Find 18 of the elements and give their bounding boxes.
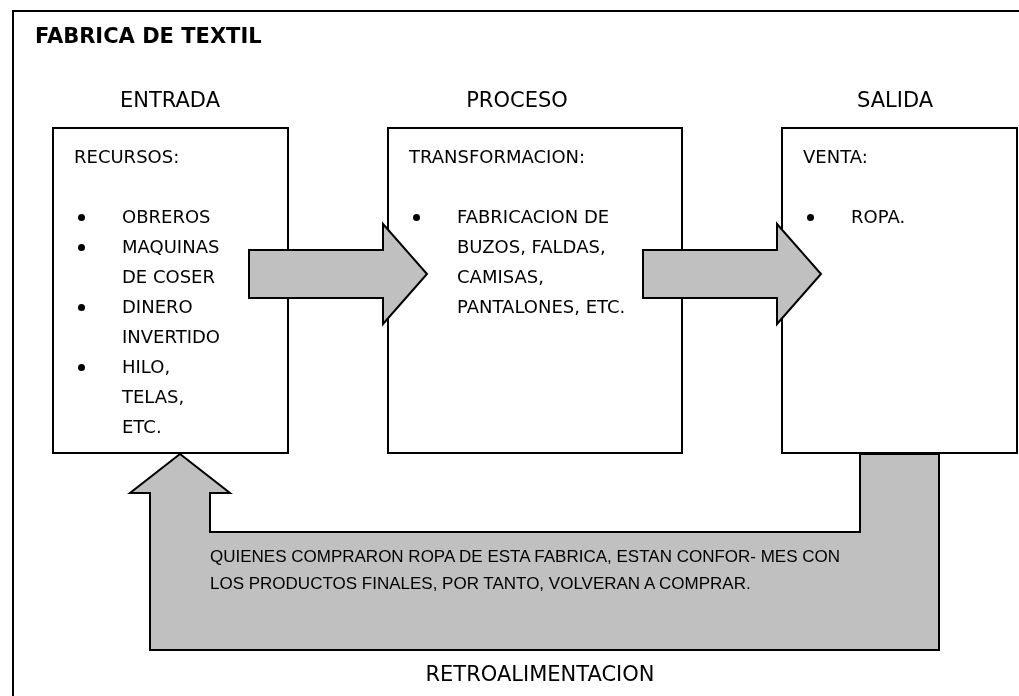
list-item: HILO, TELAS, ETC. [78, 352, 226, 442]
list-item: DINERO INVERTIDO [78, 292, 226, 352]
list-item: MAQUINAS DE COSER [78, 232, 226, 292]
block-arrow [642, 221, 823, 327]
box-heading: RECURSOS: [74, 145, 180, 169]
column-heading: ENTRADA [119, 88, 221, 112]
list-item: OBREROS [78, 202, 226, 232]
caption-label: RETROALIMENTACION [425, 662, 655, 686]
box-heading: VENTA: [803, 145, 868, 169]
edge-label: QUIENES COMPRARON ROPA DE ESTA FABRICA, ESTAN CONFOR- MES CON LOS PRODUCTOS FINALES, POR TANTO, VOLVERAN A COMPRAR. [210, 546, 842, 595]
diagram-title: FABRICA DE TEXTIL [35, 24, 262, 48]
box-heading: TRANSFORMACION: [409, 145, 586, 169]
column-heading: PROCESO [466, 88, 568, 112]
list-item: ROPA. [807, 202, 991, 232]
list-item: FABRICACION DE BUZOS, FALDAS, CAMISAS, PANTALONES, ETC. [413, 202, 632, 322]
block-arrow [127, 452, 940, 651]
column-heading: SALIDA [856, 88, 934, 112]
block-arrow [248, 221, 429, 327]
